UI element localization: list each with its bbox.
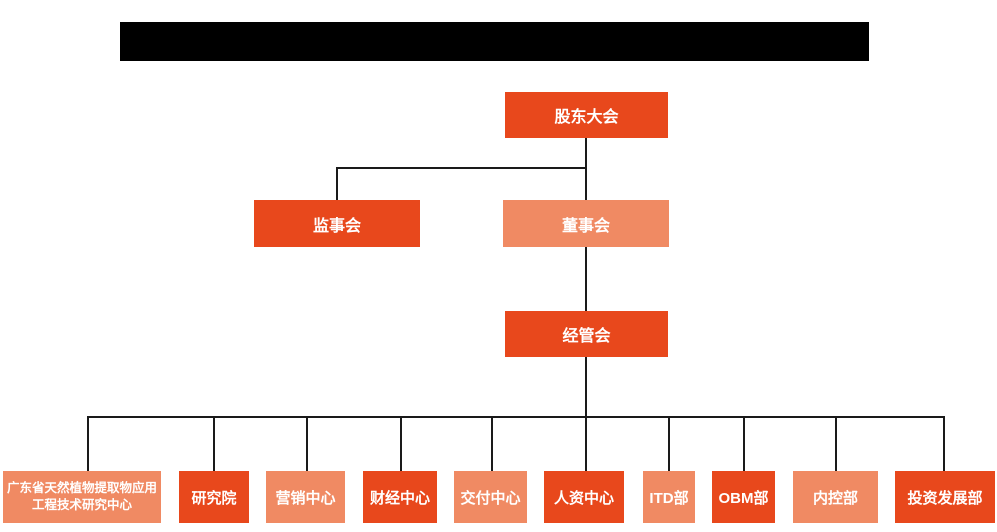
node-internal-control-department: 内控部 xyxy=(793,471,878,523)
connector-drop-line xyxy=(306,416,308,471)
node-management-committee: 经管会 xyxy=(505,311,668,357)
connector-line xyxy=(336,167,587,169)
connector-drop-line xyxy=(668,416,670,471)
node-board-of-directors: 董事会 xyxy=(503,200,669,247)
connector-trunk-line xyxy=(87,416,945,418)
node-supervisory-board: 监事会 xyxy=(254,200,420,247)
connector-line xyxy=(585,357,587,417)
connector-drop-line xyxy=(835,416,837,471)
node-shareholders-meeting: 股东大会 xyxy=(505,92,668,138)
connector-drop-line xyxy=(87,416,89,471)
connector-drop-line xyxy=(213,416,215,471)
connector-line xyxy=(585,138,587,200)
node-investment-development-department: 投资发展部 xyxy=(895,471,995,523)
node-guangdong-plant-extract-research-center: 广东省天然植物提取物应用工程技术研究中心 xyxy=(3,471,161,523)
connector-drop-line xyxy=(491,416,493,471)
node-finance-center: 财经中心 xyxy=(363,471,437,523)
node-obm-department: OBM部 xyxy=(712,471,775,523)
node-hr-center: 人资中心 xyxy=(544,471,624,523)
connector-line xyxy=(585,247,587,311)
node-research-institute: 研究院 xyxy=(179,471,249,523)
connector-drop-line xyxy=(585,416,587,471)
node-marketing-center: 营销中心 xyxy=(266,471,345,523)
node-delivery-center: 交付中心 xyxy=(454,471,527,523)
connector-drop-line xyxy=(943,416,945,471)
connector-line xyxy=(336,167,338,200)
connector-drop-line xyxy=(400,416,402,471)
node-itd-department: ITD部 xyxy=(643,471,695,523)
connector-drop-line xyxy=(743,416,745,471)
redacted-title-bar xyxy=(120,22,869,61)
